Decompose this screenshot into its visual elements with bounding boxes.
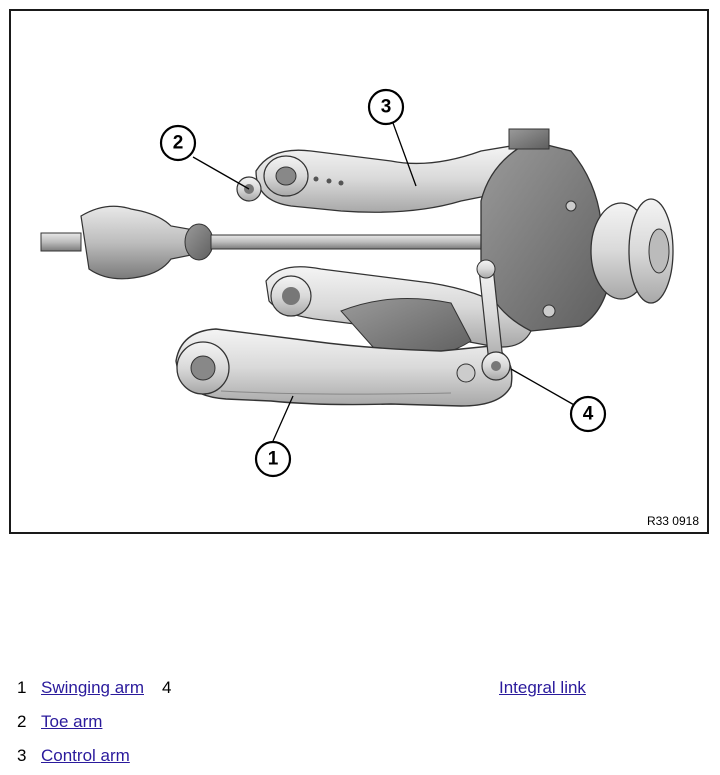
callout-2: 2 xyxy=(159,124,197,162)
callout-1: 1 xyxy=(254,440,292,478)
callout-4: 4 xyxy=(569,395,607,433)
callout-3: 3 xyxy=(367,88,405,126)
legend-link-swinging-arm[interactable]: Swinging arm xyxy=(41,678,144,697)
suspension-drawing: 2 3 1 4 xyxy=(40,88,674,478)
swinging-arm xyxy=(175,328,513,407)
legend-link-toe-arm[interactable]: Toe arm xyxy=(41,712,103,731)
legend-link-control-arm[interactable]: Control arm xyxy=(41,746,130,765)
svg-text:2: 2 xyxy=(173,133,184,154)
svg-text:1: 1 xyxy=(268,449,279,470)
legend-link-integral-link[interactable]: Integral link xyxy=(499,678,586,697)
svg-text:4: 4 xyxy=(583,404,594,425)
integral-link xyxy=(476,259,511,381)
legend-number-2: 2 xyxy=(17,712,27,731)
figure-code: R33 0918 xyxy=(646,514,699,528)
legend-number-4: 4 xyxy=(162,678,172,697)
suspension-illustration: 2 3 1 4 R33 0918 xyxy=(9,9,709,534)
drive-shaft xyxy=(40,205,482,280)
wheel-carrier xyxy=(480,128,674,332)
legend-number-3: 3 xyxy=(17,746,27,765)
leader-lines xyxy=(192,122,577,442)
svg-text:3: 3 xyxy=(381,97,392,118)
legend-number-1: 1 xyxy=(17,678,27,697)
